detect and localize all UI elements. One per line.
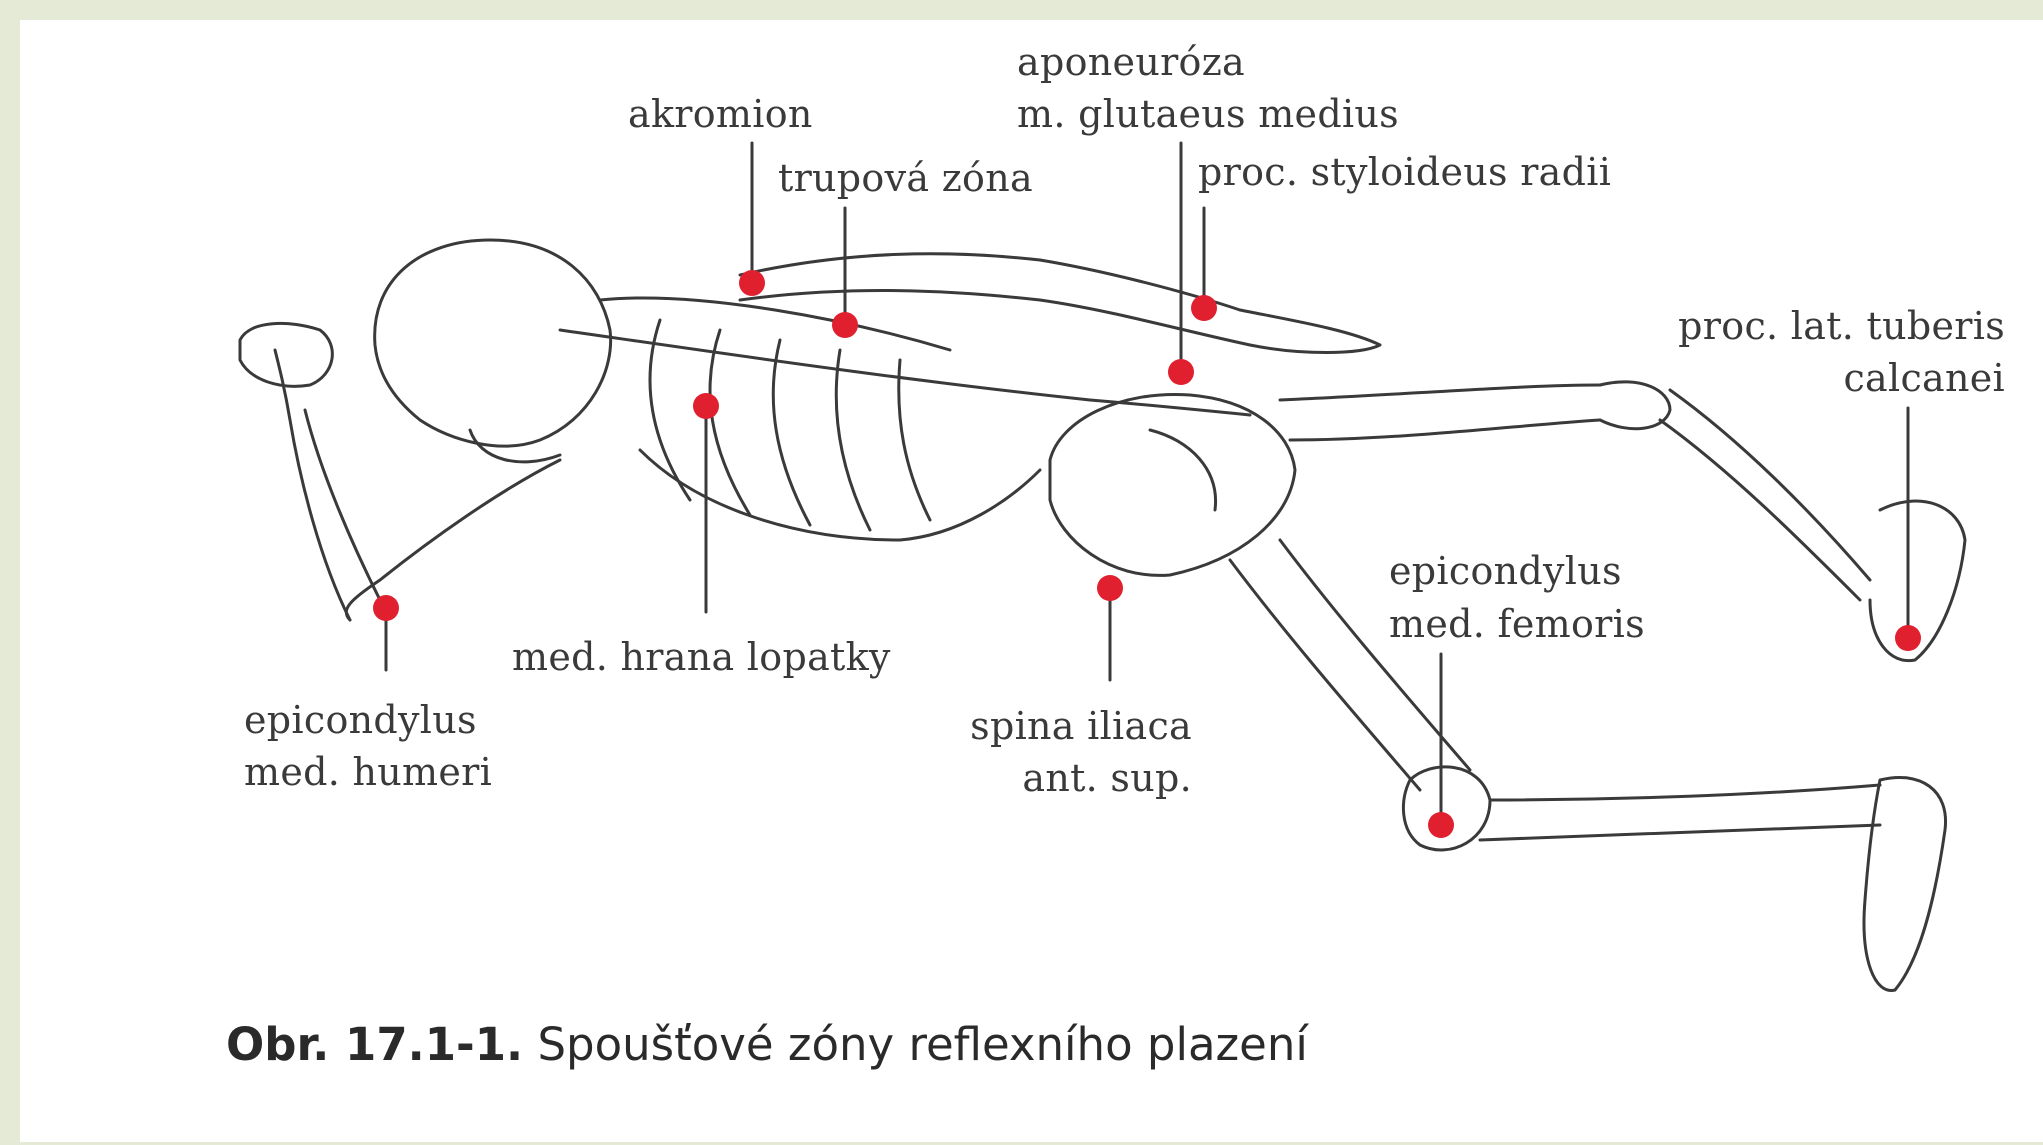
upper-knee: [1600, 382, 1670, 429]
trigger-point-akromion: [739, 270, 765, 296]
left-forearm: [275, 350, 350, 620]
rib-5: [899, 360, 930, 520]
pelvis: [1050, 394, 1295, 575]
label-styloideus: proc. styloideus radii: [1198, 146, 1611, 198]
skull-outline: [375, 240, 611, 446]
trigger-point-trupova-zona: [832, 312, 858, 338]
label-lopatky: med. hrana lopatky: [512, 631, 891, 683]
label-aponeuroza-line1: aponeuróza: [1017, 36, 1245, 88]
rib-3: [773, 340, 810, 525]
label-calcanei-line2: calcanei: [1843, 352, 2005, 404]
trigger-point-lopatky: [693, 393, 719, 419]
lower-shin-2: [1480, 825, 1880, 840]
pelvis-inner: [1150, 430, 1216, 510]
right-arm-upper: [740, 254, 1240, 310]
label-trupova-zona: trupová zóna: [778, 152, 1033, 204]
right-hand: [1240, 310, 1380, 353]
left-hand: [240, 323, 332, 386]
upper-leg-femur-2: [1290, 420, 1600, 440]
upper-shin: [1670, 390, 1870, 580]
label-femoris-line1: epicondylus: [1389, 545, 1622, 597]
lower-foot: [1864, 777, 1946, 990]
lower-knee: [1403, 767, 1490, 850]
trigger-point-femoris: [1428, 812, 1454, 838]
spine: [560, 330, 1250, 415]
lower-shin: [1490, 785, 1880, 800]
ribcage-bottom: [640, 450, 1040, 540]
trigger-point-styloideus: [1191, 295, 1217, 321]
label-aponeuroza-line2: m. glutaeus medius: [1017, 88, 1399, 140]
trigger-point-calcanei: [1895, 625, 1921, 651]
rib-4: [836, 350, 870, 530]
upper-leg-femur: [1280, 385, 1600, 400]
label-iliaca-line2: ant. sup.: [1022, 752, 1192, 804]
trigger-point-aponeuroza: [1168, 359, 1194, 385]
trigger-point-humeri: [373, 595, 399, 621]
trigger-point-iliaca: [1097, 575, 1123, 601]
caption-number: Obr. 17.1-1.: [226, 1018, 523, 1071]
left-forearm-2: [305, 410, 380, 600]
caption-text: Spoušťové zóny reflexního plazení: [537, 1018, 1307, 1071]
label-humeri-line2: med. humeri: [244, 746, 492, 798]
label-humeri-line1: epicondylus: [244, 694, 477, 746]
label-calcanei-line1: proc. lat. tuberis: [1678, 300, 2005, 352]
label-femoris-line2: med. femoris: [1389, 598, 1645, 650]
figure-caption: Obr. 17.1-1. Spoušťové zóny reflexního p…: [226, 1018, 1308, 1071]
label-iliaca-line1: spina iliaca: [970, 700, 1192, 752]
upper-shin-2: [1660, 420, 1860, 600]
label-akromion: akromion: [628, 88, 813, 140]
